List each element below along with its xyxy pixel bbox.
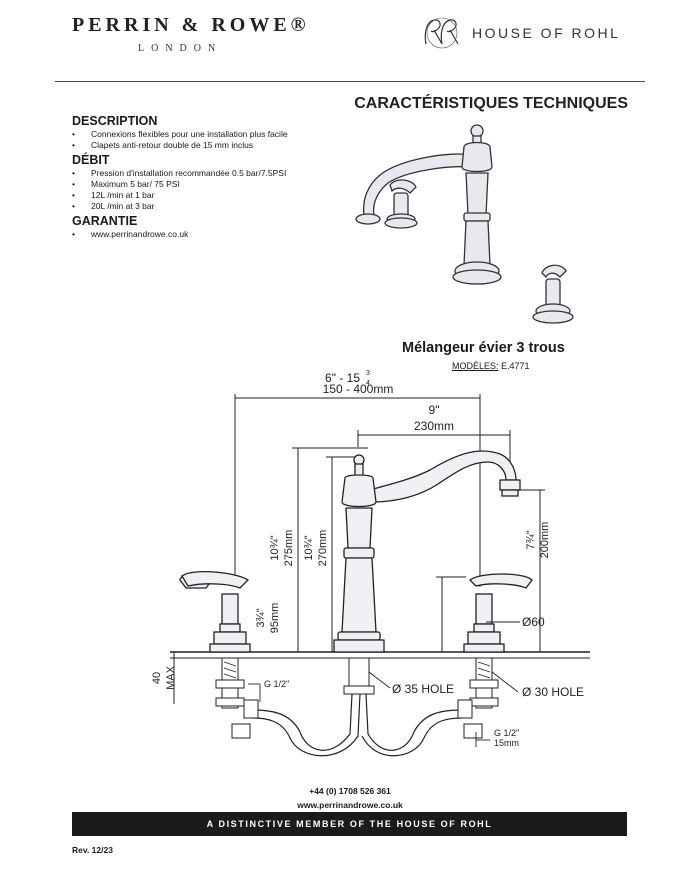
list-item: 12L /min at 1 bar — [72, 190, 372, 201]
height-spout-mm: 270mm — [317, 530, 329, 567]
brand-logo-perrin-rowe: PERRIN & ROWE® LONDON — [72, 14, 310, 54]
section-heading-debit: DÉBIT — [72, 153, 110, 167]
handle-height-inches: 3¾" — [255, 608, 267, 627]
footer-band: A DISTINCTIVE MEMBER OF THE HOUSE OF ROH… — [72, 812, 627, 836]
center-hole-label: Ø 35 HOLE — [392, 682, 454, 696]
description-list: Connexions flexibles pour une installati… — [72, 129, 372, 151]
reach-inches: 9" — [429, 403, 440, 417]
debit-list: Pression d'installation recommandée 0.5 … — [72, 168, 372, 212]
section-heading-description: DESCRIPTION — [72, 114, 158, 128]
base-diameter: Ø60 — [522, 615, 545, 629]
list-item: Connexions flexibles pour une installati… — [72, 129, 372, 140]
list-item: Maximum 5 bar/ 75 PSI — [72, 179, 372, 190]
thread-left-label: G 1/2" — [264, 679, 289, 689]
garantie-list: www.perrinandrowe.co.uk — [72, 229, 372, 240]
brand-name: PERRIN & ROWE® — [72, 14, 310, 36]
revision-label: Rev. 12/23 — [72, 845, 113, 855]
deck-max-value: 40 — [151, 672, 163, 684]
list-item: 20L /min at 3 bar — [72, 201, 372, 212]
outlet-mm: 200mm — [539, 522, 551, 559]
span-fraction-num: 3 — [366, 370, 370, 377]
header-divider — [55, 81, 645, 82]
rohl-monogram-icon — [424, 17, 459, 49]
list-item: Pression d'installation recommandée 0.5 … — [72, 168, 372, 179]
height-total-inches: 10¾" — [269, 535, 281, 560]
partner-name: HOUSE OF ROHL — [472, 25, 621, 41]
product-title: Mélangeur évier 3 trous — [402, 340, 565, 356]
list-item: Clapets anti-retour double de 15 mm incl… — [72, 140, 372, 151]
thread-right-mm: 15mm — [494, 738, 519, 748]
span-inches: 6" - 15 — [325, 371, 360, 385]
reach-mm: 230mm — [414, 419, 454, 433]
span-fraction-den: 4 — [366, 380, 370, 387]
handle-height-mm: 95mm — [269, 603, 281, 634]
models-line: MODÈLES: E.4771 — [452, 361, 530, 371]
outlet-inches: 7¾" — [525, 530, 537, 549]
thread-right-label: G 1/2" — [494, 728, 519, 738]
product-illustration — [355, 124, 574, 324]
deck-max-label: MAX — [165, 665, 177, 690]
list-item: www.perrinandrowe.co.uk — [72, 229, 372, 240]
section-heading-garantie: GARANTIE — [72, 214, 138, 228]
height-total-mm: 275mm — [283, 530, 295, 567]
side-hole-label: Ø 30 HOLE — [522, 685, 584, 699]
models-value: E.4771 — [501, 361, 530, 371]
contact-phone: +44 (0) 1708 526 361 — [309, 786, 391, 796]
models-label: MODÈLES: — [452, 361, 499, 371]
technical-drawing: 6" - 15 3 4 150 - 400mm 9" 230mm 10¾" 27… — [151, 370, 590, 757]
spec-sections: DESCRIPTION Connexions flexibles pour un… — [72, 114, 372, 242]
contact-web[interactable]: www.perrinandrowe.co.uk — [297, 800, 403, 810]
brand-sub: LONDON — [138, 43, 223, 54]
height-spout-inches: 10¾" — [303, 535, 315, 560]
page-title: CARACTÉRISTIQUES TECHNIQUES — [354, 95, 628, 112]
brand-logo-house-of-rohl: HOUSE OF ROHL — [420, 16, 620, 50]
span-mm: 150 - 400mm — [323, 382, 394, 396]
